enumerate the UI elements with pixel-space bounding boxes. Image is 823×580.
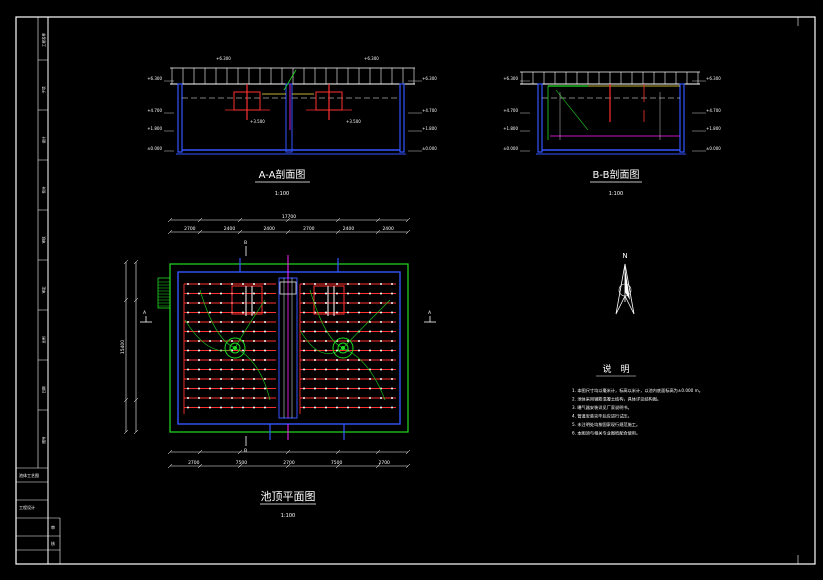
section-bb-title: B-B剖面图 — [593, 168, 640, 181]
title-strip-label: 校对 — [41, 186, 46, 193]
elevation-label: +1.800 — [706, 126, 721, 131]
surface-mixer-left — [184, 289, 271, 401]
elevation-label: +1.800 — [147, 126, 162, 131]
section-cut-a-right: A — [428, 310, 432, 316]
note-item: 3. 曝气器安装详见厂家说明书。 — [572, 404, 632, 411]
elevation-label: +1.800 — [503, 126, 518, 131]
title-strip-label: 审核 — [41, 236, 46, 243]
dimension-value: 2700 — [188, 460, 200, 466]
section-aa-scale: 1:100 — [275, 191, 289, 197]
aeration-pipe-grid — [183, 283, 396, 414]
section-aa-title: A-A剖面图 — [259, 168, 306, 181]
title-block-check: 核 — [51, 540, 55, 546]
plan-view: 17700 2700 2400 2400 2700 2400 2400 2700 7500 2… — [120, 214, 436, 469]
elevation-label: ±0.000 — [147, 146, 162, 151]
elevation-label: ±0.000 — [422, 146, 437, 151]
title-strip-label: 审定 — [41, 286, 46, 294]
note-item: 1. 本图尺寸均以毫米计，标高以米计，以池内底面标高为±0.000 m。 — [572, 387, 703, 394]
svg-text:+3.500: +3.500 — [250, 119, 265, 124]
elevation-label: +1.800 — [422, 126, 437, 131]
title-strip-label: 子项 — [41, 86, 46, 93]
dimension-value: 2700 — [283, 460, 295, 466]
dimension-value: 2400 — [382, 226, 394, 232]
plan-scale: 1:100 — [281, 513, 295, 519]
elevation-label: +6.300 — [147, 76, 162, 81]
plan-title: 池顶平面图 — [261, 490, 316, 503]
svg-text:+3.500: +3.500 — [346, 119, 361, 124]
section-cut-b-top: B — [244, 240, 247, 246]
section-cut-a-left: A — [143, 310, 147, 316]
surface-mixer-right — [299, 289, 391, 401]
title-block-name: 池体工艺图 — [19, 472, 39, 478]
dimension-value: 2700 — [378, 460, 390, 466]
elevation-label: ±0.000 — [503, 146, 518, 151]
sheet-outer-frame — [15, 16, 816, 565]
dimension-value: 2400 — [343, 226, 355, 232]
dimension-overall-length: 15400 — [120, 340, 126, 354]
title-block-review: 审 — [51, 524, 55, 530]
title-strip-label: 设计 — [41, 136, 46, 143]
note-item: 6. 本图须与相关专业图纸配合使用。 — [572, 430, 640, 437]
title-strip-label: 工程名称 — [41, 33, 46, 47]
north-arrow-icon: N — [615, 252, 635, 315]
dimension-value: 7500 — [331, 460, 343, 466]
notes-title: 说 明 — [602, 363, 629, 375]
elevation-label: +4.700 — [706, 108, 721, 113]
elevation-label: +6.300 — [706, 76, 721, 81]
note-item: 5. 未注明处均按国家现行规范施工。 — [572, 421, 640, 428]
elevation-label: +4.700 — [422, 108, 437, 113]
note-item: 4. 管道安装完毕后应进行试压。 — [572, 413, 632, 420]
elevation-label: +6.300 — [503, 76, 518, 81]
elevation-label: +4.700 — [147, 108, 162, 113]
design-notes: 说 明 1. 本图尺寸均以毫米计，标高以米计，以池内底面标高为±0.000 m。… — [572, 363, 703, 437]
elevation-label: +6.300 — [422, 76, 437, 81]
section-bb-scale: 1:100 — [609, 191, 623, 197]
title-strip-label: 日期 — [41, 386, 46, 394]
dimension-overall-width: 17700 — [282, 214, 296, 220]
section-cut-b-bottom: B — [244, 448, 247, 454]
title-strip-label: 图号 — [41, 436, 46, 444]
section-aa: +6.300 +4.700 +1.800 ±0.000 +6.300 +4.700 +1.… — [147, 56, 437, 155]
elevation-label: ±0.000 — [706, 146, 721, 151]
svg-text:+6.300: +6.300 — [364, 56, 379, 61]
section-bb: +6.300 +4.700 +1.800 ±0.000 +6.300 +4.700 +1.… — [503, 71, 721, 155]
dimension-value: 2700 — [184, 226, 196, 232]
title-block-design: 工程设计 — [19, 504, 35, 510]
dimension-value: 2400 — [263, 226, 275, 232]
svg-text:+6.300: +6.300 — [216, 56, 231, 61]
elevation-label: +4.700 — [503, 108, 518, 113]
note-item: 2. 池体采用钢筋混凝土结构，具体详见结构图。 — [572, 396, 661, 403]
dimension-value: 2400 — [224, 226, 236, 232]
dimension-value: 7500 — [236, 460, 248, 466]
north-label: N — [622, 252, 627, 260]
dimension-value: 2700 — [303, 226, 315, 232]
title-strip-label: 比例 — [41, 336, 46, 344]
